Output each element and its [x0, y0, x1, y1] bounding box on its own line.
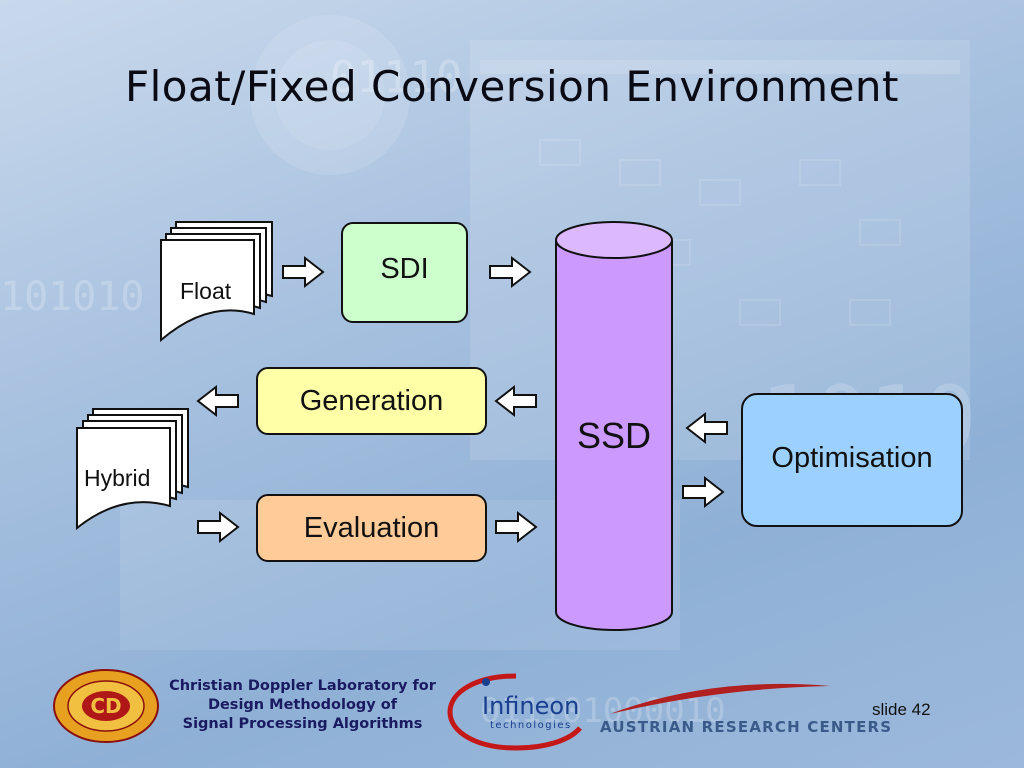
arrow-sdi-to-ssd [489, 257, 531, 287]
arrow-optimisation-to-ssd [686, 413, 728, 443]
float-document-label: Float [180, 278, 232, 304]
infineon-wordmark: Infineon [482, 692, 579, 720]
hybrid-document-label: Hybrid [84, 465, 151, 491]
arrow-generation-to-hybrid [197, 386, 239, 416]
arrow-evaluation-to-ssd [495, 512, 537, 542]
arrow-ssd-to-generation [495, 386, 537, 416]
slide-title: Float/Fixed Conversion Environment [124, 62, 900, 111]
lab-name: Christian Doppler Laboratory for Design … [160, 677, 445, 734]
lab-name-line2: Design Methodology of [207, 697, 398, 713]
infineon-logo: Infineon technologies [447, 673, 582, 751]
lab-name-line1: Christian Doppler Laboratory for [169, 678, 436, 694]
evaluation-box: Evaluation [256, 494, 487, 562]
ssd-database-icon [555, 221, 673, 631]
cd-logo-initials: CD [90, 694, 121, 718]
infineon-subtitle: technologies [490, 720, 572, 731]
optimisation-box: Optimisation [741, 393, 963, 527]
hybrid-document-icon [76, 408, 189, 531]
generation-box: Generation [256, 367, 487, 435]
ssd-label: SSD [576, 415, 652, 456]
arrow-hybrid-to-evaluation [197, 512, 239, 542]
slide-number: slide 42 [872, 700, 931, 719]
arc-name: AUSTRIAN RESEARCH CENTERS [600, 718, 893, 736]
float-document-icon [160, 221, 273, 343]
arrow-ssd-to-optimisation [682, 477, 724, 507]
sdi-label: SDI [380, 253, 429, 285]
arc-swoosh-logo [610, 683, 830, 714]
evaluation-label: Evaluation [303, 511, 440, 544]
optimisation-label: Optimisation [771, 441, 933, 474]
sdi-box: SDI [341, 222, 468, 323]
arrow-float-to-sdi [282, 257, 324, 287]
lab-name-line3: Signal Processing Algorithms [182, 716, 423, 732]
generation-label: Generation [299, 384, 444, 417]
cd-society-logo: CD [53, 669, 159, 743]
